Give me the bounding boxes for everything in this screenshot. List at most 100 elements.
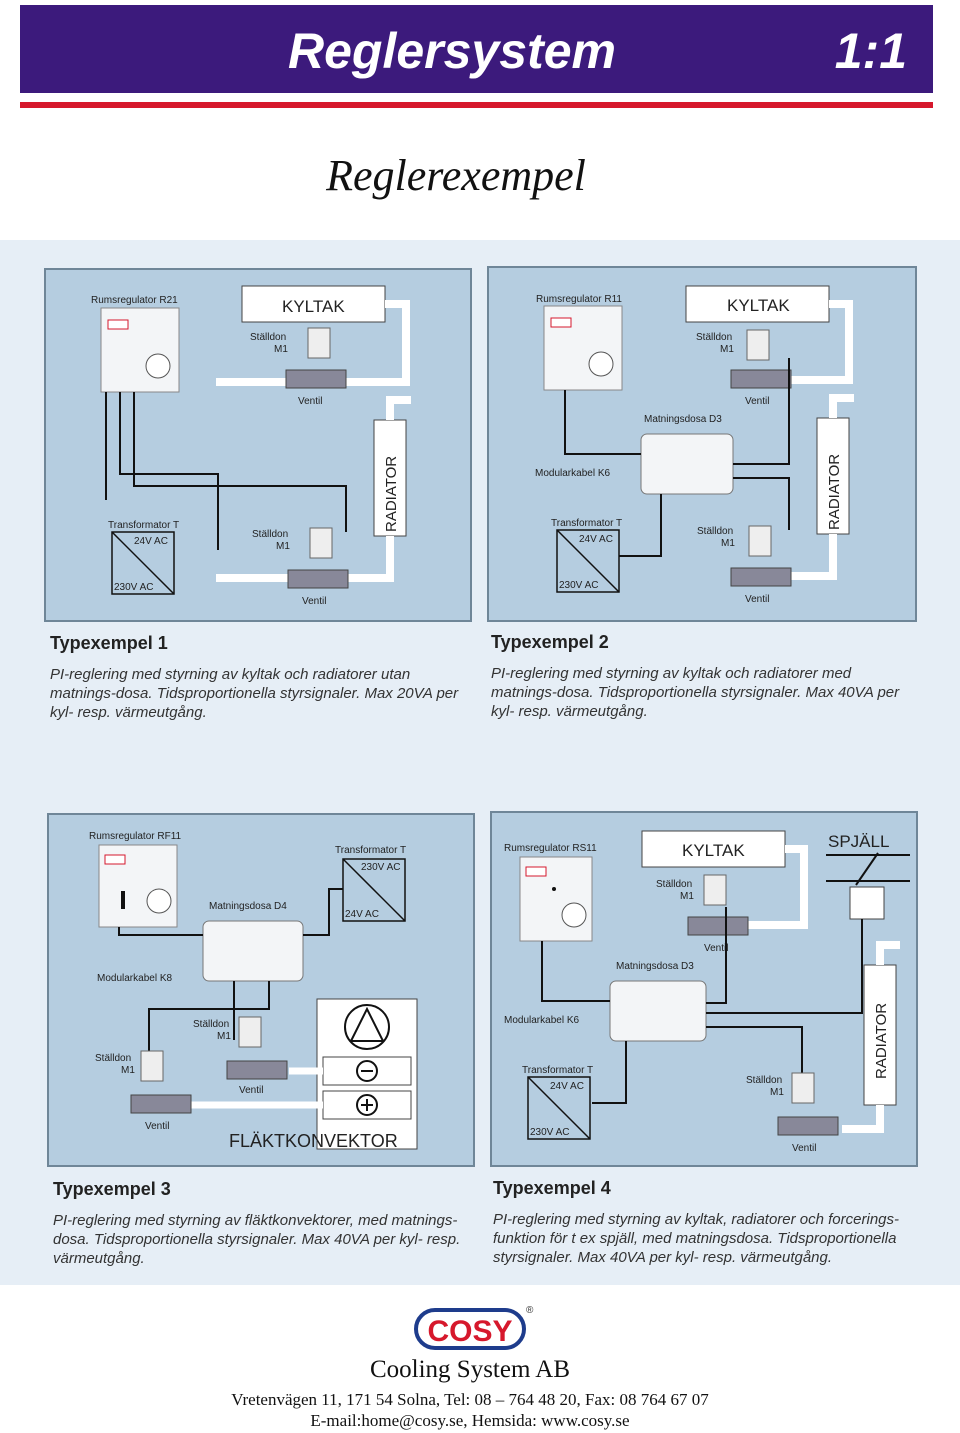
label-stalldon-top: Ställdon	[250, 332, 286, 343]
example-4-heading: Typexempel 4	[493, 1178, 611, 1198]
company-contact: E-mail:home@cosy.se, Hemsida: www.cosy.s…	[310, 1411, 630, 1430]
header-divider	[20, 102, 933, 108]
label-stalldon-bottom: Ställdon	[252, 529, 288, 540]
cosy-badge-icon	[107, 319, 129, 330]
example-2-description: PI-reglering med styrning av kyltak och …	[491, 665, 900, 720]
dial-icon	[588, 351, 614, 377]
company-name: Cooling System AB	[369, 1356, 571, 1383]
actuator-top	[746, 329, 770, 361]
page-subtitle: Reglerexempel	[326, 151, 586, 200]
wires-1	[105, 392, 347, 550]
label-ventil-top: Ventil	[745, 396, 769, 407]
valve-top	[687, 916, 749, 936]
label-ventil-bottom: Ventil	[745, 594, 769, 605]
label-flaktkonvektor: FLÄKTKONVEKTOR	[229, 1131, 398, 1151]
damper-actuator	[849, 886, 885, 920]
dial-icon	[146, 888, 172, 914]
example-1-heading: Typexempel 1	[50, 633, 168, 653]
label-spjall: SPJÄLL	[828, 832, 889, 851]
label-transformator: Transformator T	[108, 520, 179, 531]
label-230v: 230V AC	[530, 1127, 569, 1138]
valve-top	[730, 369, 792, 389]
example-4-description: PI-reglering med styrning av kyltak, rad…	[493, 1211, 899, 1266]
diagram-3-svg: Rumsregulator RF11 Transformator T 230V …	[89, 831, 418, 1151]
actuator-top	[307, 327, 331, 359]
kyltak-box	[241, 285, 386, 323]
transformer-diagonal	[556, 529, 620, 593]
transformer-diagonal	[111, 531, 175, 595]
label-ventil-right: Ventil	[239, 1085, 263, 1096]
example-2-heading: Typexempel 2	[491, 632, 609, 652]
label-m1-top: M1	[720, 344, 734, 355]
wires-3	[118, 888, 343, 1065]
example-3-heading: Typexempel 3	[53, 1179, 171, 1199]
label-regulator: Rumsregulator R11	[536, 294, 622, 305]
label-stalldon-bottom: Ställdon	[697, 526, 733, 537]
label-m1-bottom: M1	[721, 538, 735, 549]
valve-left	[130, 1094, 192, 1114]
junction-box	[202, 920, 304, 982]
switch-icon	[121, 891, 125, 909]
label-transformator: Transformator T	[335, 845, 406, 856]
label-modularkabel: Modularkabel K6	[504, 1015, 579, 1026]
valve-bottom	[287, 569, 349, 589]
label-m1-top: M1	[274, 344, 288, 355]
pipe-radiator	[216, 396, 411, 582]
label-kyltak: KYLTAK	[682, 841, 745, 860]
kyltak-box	[685, 285, 830, 323]
valve-bottom	[730, 567, 792, 587]
transformer-box	[111, 531, 175, 595]
pipe-kyltak	[789, 300, 853, 384]
label-modularkabel: Modularkabel K8	[97, 973, 172, 984]
label-matningsdosa: Matningsdosa D3	[616, 961, 694, 972]
pipe-radiator	[789, 394, 854, 580]
logo-outline	[414, 1308, 526, 1350]
dial-icon	[561, 902, 587, 928]
junction-box	[640, 433, 734, 495]
diagram-panel-4: Rumsregulator RS11 KYLTAK SPJÄLL Ställdo…	[490, 811, 918, 1167]
label-ventil-left: Ventil	[145, 1121, 169, 1132]
label-kyltak: KYLTAK	[282, 297, 345, 316]
transformer-diagonal	[527, 1076, 591, 1140]
label-radiator: RADIATOR	[826, 454, 843, 530]
actuator-left	[140, 1050, 164, 1082]
label-radiator: RADIATOR	[873, 1003, 890, 1079]
company-address: Vretenvägen 11, 171 54 Solna, Tel: 08 – …	[231, 1390, 709, 1409]
label-kyltak: KYLTAK	[727, 296, 790, 315]
label-transformator: Transformator T	[551, 518, 622, 529]
label-24v: 24V AC	[579, 534, 613, 545]
valve-bottom	[777, 1116, 839, 1136]
logo-text: COSY	[427, 1315, 512, 1348]
transformer-box	[556, 529, 620, 593]
label-modularkabel: Modularkabel K6	[535, 468, 610, 479]
label-matningsdosa: Matningsdosa D4	[209, 901, 287, 912]
diagram-panel-3: Rumsregulator RF11 Transformator T 230V …	[47, 813, 475, 1167]
label-24v: 24V AC	[134, 536, 168, 547]
example-3-description: PI-reglering med styrning av fläktkonvek…	[53, 1212, 461, 1267]
diagram-panel-2: Rumsregulator R11 KYLTAK Ställdon M1 Ven…	[487, 266, 917, 622]
page-title: Reglersystem	[288, 23, 616, 79]
cosy-badge-icon	[550, 317, 572, 328]
diagram-1-svg: Rumsregulator R21 KYLTAK Ställdon M1 Ven…	[91, 285, 411, 607]
label-m1-bottom: M1	[770, 1087, 784, 1098]
actuator-top	[703, 874, 727, 906]
label-stalldon-right: Ställdon	[193, 1019, 229, 1030]
cosy-logo: COSY ®	[414, 1305, 534, 1350]
cosy-badge-icon	[104, 854, 126, 865]
plus-icon	[356, 1094, 378, 1116]
junction-box	[609, 980, 707, 1042]
diagram-panel-1: Rumsregulator R21 KYLTAK Ställdon M1 Ven…	[44, 268, 472, 622]
diagram-2-svg: Rumsregulator R11 KYLTAK Ställdon M1 Ven…	[535, 285, 854, 605]
registered-mark: ®	[526, 1305, 534, 1316]
label-regulator: Rumsregulator RF11	[89, 831, 182, 842]
actuator-bottom	[791, 1072, 815, 1104]
cosy-badge-icon	[525, 866, 547, 877]
pipe-kyltak	[747, 845, 808, 929]
label-ventil-top: Ventil	[704, 943, 728, 954]
label-stalldon-left: Ställdon	[95, 1053, 131, 1064]
label-m1-right: M1	[217, 1031, 231, 1042]
label-230v: 230V AC	[361, 862, 400, 873]
label-m1-top: M1	[680, 891, 694, 902]
fan-icon	[344, 1004, 390, 1050]
transformer-diagonal	[342, 858, 406, 922]
